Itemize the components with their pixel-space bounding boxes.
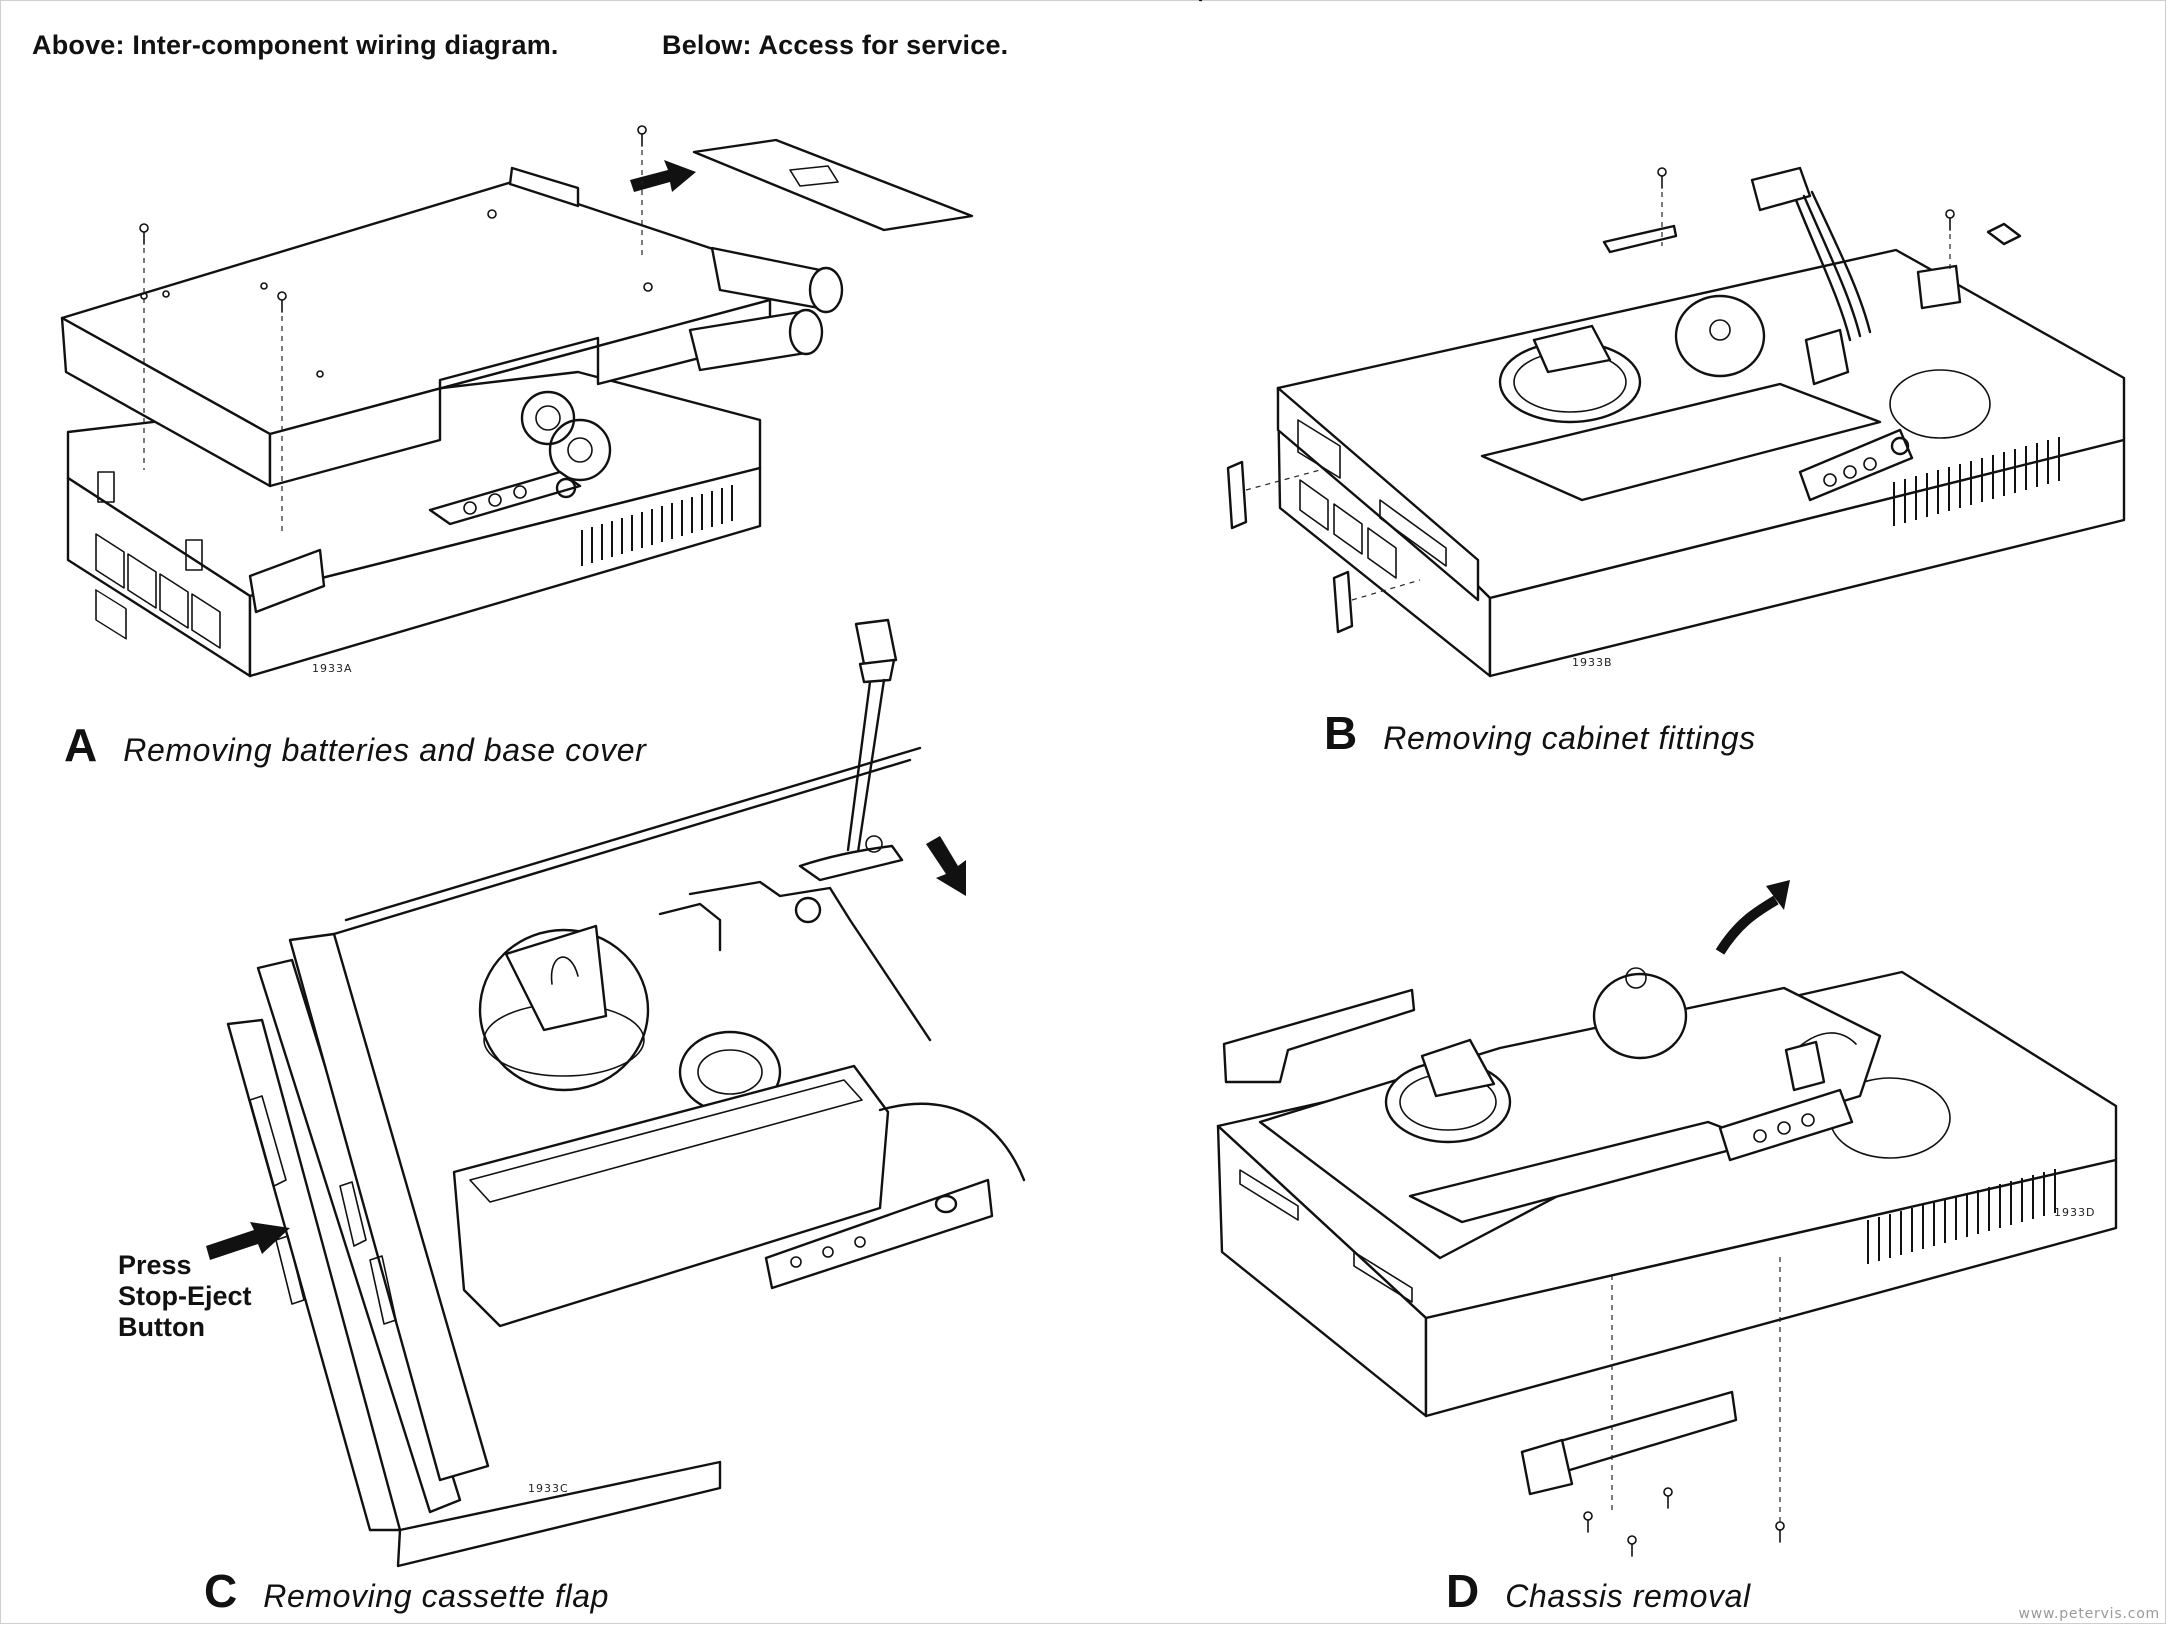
panel-b-caption-text: Removing cabinet fittings [1383, 720, 1756, 756]
watermark: www.petervis.com [2018, 1606, 2160, 1622]
panel-d-caption: D Chassis removal [1446, 1564, 1751, 1618]
panel-d-speaker-grille [1867, 1169, 2056, 1264]
panel-b-caption: B Removing cabinet fittings [1324, 706, 1756, 760]
callout-line-3: Button [118, 1312, 205, 1342]
panel-a-speaker-grille [581, 485, 733, 566]
panel-a-caption: A Removing batteries and base cover [64, 718, 646, 772]
panel-d-drawing [1216, 880, 2118, 1557]
panel-c-code: 1933C [528, 1482, 569, 1495]
panel-b-speaker-grille [1893, 437, 2060, 526]
panel-c-caption: C Removing cassette flap [204, 1564, 609, 1618]
panel-a-code: 1933A [312, 662, 353, 675]
panel-b-drawing [1198, 0, 2126, 678]
stop-eject-callout: Press Stop-Eject Button [118, 1250, 252, 1343]
panel-c-caption-text: Removing cassette flap [263, 1578, 610, 1614]
header-left-caption: Above: Inter-component wiring diagram. [32, 30, 559, 60]
panel-c-letter: C [204, 1565, 238, 1617]
panel-c-illustration: 1933C [0, 618, 1084, 1568]
panel-a-letter: A [64, 719, 98, 771]
panel-b-letter: B [1324, 707, 1358, 759]
callout-line-2: Stop-Eject [118, 1281, 252, 1311]
panel-a-drawing [60, 125, 974, 678]
panel-c-drawing [206, 618, 1026, 1568]
header-right-caption: Below: Access for service. [662, 30, 1009, 60]
panel-d-caption-text: Chassis removal [1505, 1578, 1751, 1614]
panel-d-letter: D [1446, 1565, 1480, 1617]
panel-d-code: 1933D [2054, 1206, 2096, 1219]
panel-b-code: 1933B [1572, 656, 1613, 669]
panel-a-caption-text: Removing batteries and base cover [123, 732, 647, 768]
callout-line-1: Press [118, 1250, 192, 1280]
panel-b-illustration: 1933B [1198, 0, 2160, 780]
panel-d-illustration: 1933D [1200, 860, 2160, 1560]
panel-a-illustration: 1933A [0, 0, 1084, 780]
